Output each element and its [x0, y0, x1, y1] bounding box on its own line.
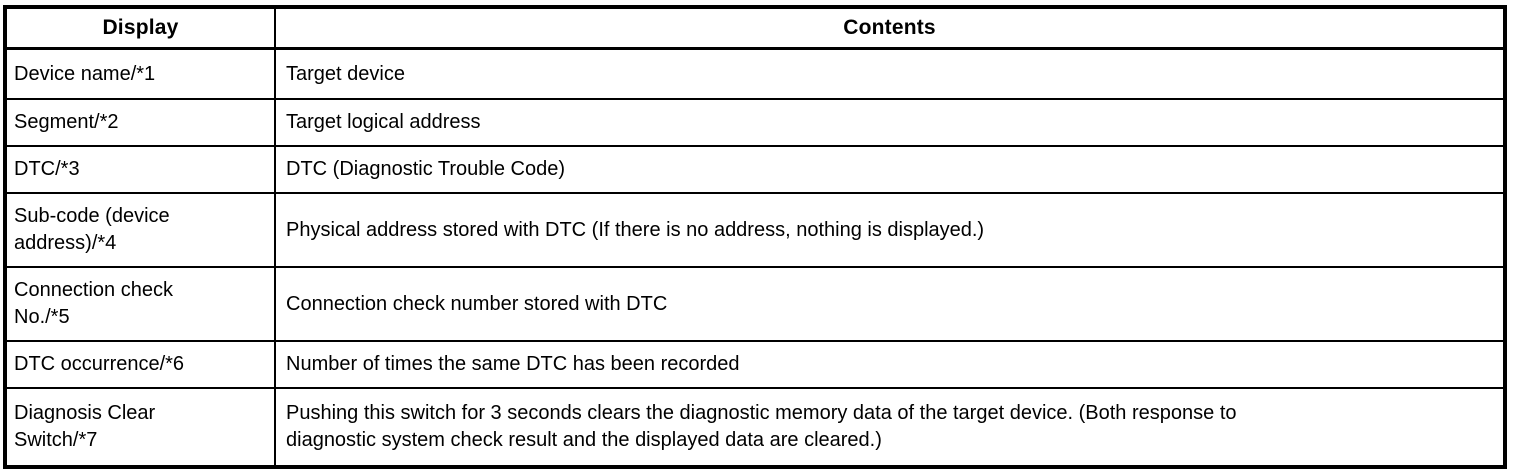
table-row: Segment/*2 Target logical address — [4, 98, 1506, 147]
diagnostics-display-table: Display Contents Device name/*1 Target d… — [3, 5, 1507, 469]
column-header-contents: Contents — [274, 6, 1506, 50]
display-cell: Segment/*2 — [4, 98, 276, 147]
table-row: DTC/*3 DTC (Diagnostic Trouble Code) — [4, 145, 1506, 194]
contents-cell: Pushing this switch for 3 seconds clears… — [274, 387, 1506, 468]
contents-cell: Physical address stored with DTC (If the… — [274, 192, 1506, 268]
display-cell: Connection check No./*5 — [4, 266, 276, 342]
display-cell: DTC/*3 — [4, 145, 276, 194]
display-cell: Device name/*1 — [4, 47, 276, 100]
display-cell: Diagnosis Clear Switch/*7 — [4, 387, 276, 468]
contents-cell: DTC (Diagnostic Trouble Code) — [274, 145, 1506, 194]
header-row: Display Contents — [4, 6, 1506, 50]
contents-cell: Number of times the same DTC has been re… — [274, 340, 1506, 389]
contents-cell: Target device — [274, 47, 1506, 100]
table-row: DTC occurrence/*6 Number of times the sa… — [4, 340, 1506, 389]
table-row: Connection check No./*5 Connection check… — [4, 266, 1506, 342]
contents-cell: Connection check number stored with DTC — [274, 266, 1506, 342]
display-cell: DTC occurrence/*6 — [4, 340, 276, 389]
contents-cell: Target logical address — [274, 98, 1506, 147]
table-row: Diagnosis Clear Switch/*7 Pushing this s… — [4, 387, 1506, 468]
display-cell: Sub-code (device address)/*4 — [4, 192, 276, 268]
table-row: Device name/*1 Target device — [4, 47, 1506, 100]
column-header-display: Display — [4, 6, 276, 50]
table-row: Sub-code (device address)/*4 Physical ad… — [4, 192, 1506, 268]
